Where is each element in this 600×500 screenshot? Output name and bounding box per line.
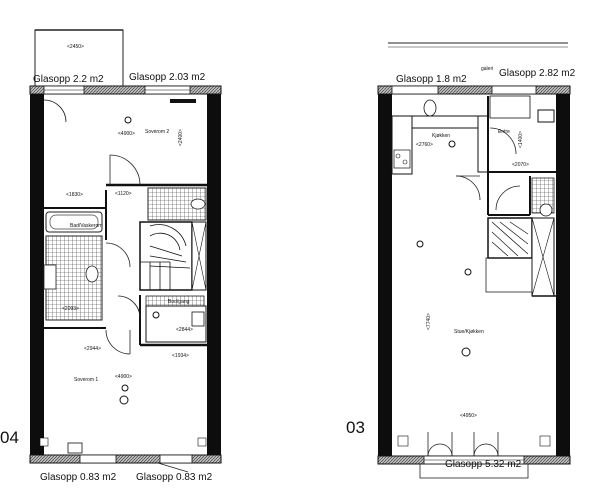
- dim-closet: <2844>: [176, 327, 193, 333]
- floor-04-bathtub: [45, 211, 103, 233]
- dim-bedroom1-a: <4900>: [115, 374, 132, 380]
- floor-04-right-wall: [207, 92, 221, 458]
- floor-04-glass-bottom-right: Glasopp 0.83 m2: [136, 472, 213, 483]
- room-storage: Bod/gang: [168, 299, 190, 305]
- floor-04-top-wall: [29, 85, 222, 95]
- dim-bath: <2093>: [62, 306, 79, 312]
- floor-03-top-wall: [377, 85, 571, 95]
- floor-03-gallery-label: galeri: [481, 66, 493, 72]
- floor-03-glass-bottom: Glasopp 5.32 m2: [445, 459, 522, 470]
- dim-entry: <2070>: [512, 162, 529, 168]
- floor-04-plan: [29, 29, 222, 473]
- dim-balcony: <2450>: [67, 44, 84, 50]
- room-entrance: Entre: [498, 129, 510, 135]
- dim-living-width: <4950>: [460, 413, 477, 419]
- room-kitchen: Kjøkken: [432, 133, 450, 139]
- floor-04-glass-balcony: Glasopp 2.2 m2: [33, 74, 104, 85]
- dim-living-height: <7740>: [426, 313, 432, 330]
- dim-bedroom2-height: <2400>: [178, 129, 184, 146]
- room-bath: Bad/Vaskerom: [70, 223, 102, 229]
- room-living: Stue/Kjøkken: [454, 329, 484, 335]
- room-bedroom2: Soverom 2: [145, 129, 169, 135]
- floor-03-glass-top-right: Glasopp 2.82 m2: [499, 68, 576, 79]
- dim-bedroom1-b: <2944>: [84, 346, 101, 352]
- dim-kitchen: <2760>: [416, 142, 433, 148]
- dim-bedroom1-top: <4900>: [118, 131, 135, 137]
- floor-03-right-wall: [556, 92, 570, 460]
- dim-width-a: <1830>: [66, 192, 83, 198]
- floor-03-number: 03: [346, 418, 365, 437]
- floor-03-left-wall: [378, 92, 392, 460]
- floor-04-glass-top-right: Glasopp 2.03 m2: [129, 72, 206, 83]
- floor-04-glass-bottom-left: Glasopp 0.83 m2: [40, 472, 117, 483]
- floor-04-number: 04: [0, 428, 19, 447]
- floor-04-left-wall: [30, 92, 44, 458]
- dim-stair: <1934>: [172, 353, 189, 359]
- room-bedroom1: Soverom 1: [74, 377, 98, 383]
- floor-03-glass-top-left: Glasopp 1.8 m2: [396, 74, 467, 85]
- dim-bath-width: <1400>: [518, 131, 524, 148]
- dim-hall-a: <1120>: [115, 191, 132, 197]
- floor-03-plan: [377, 42, 571, 479]
- floor-04-stairs: [139, 221, 193, 291]
- floor-04-bottom-wall: [29, 454, 222, 464]
